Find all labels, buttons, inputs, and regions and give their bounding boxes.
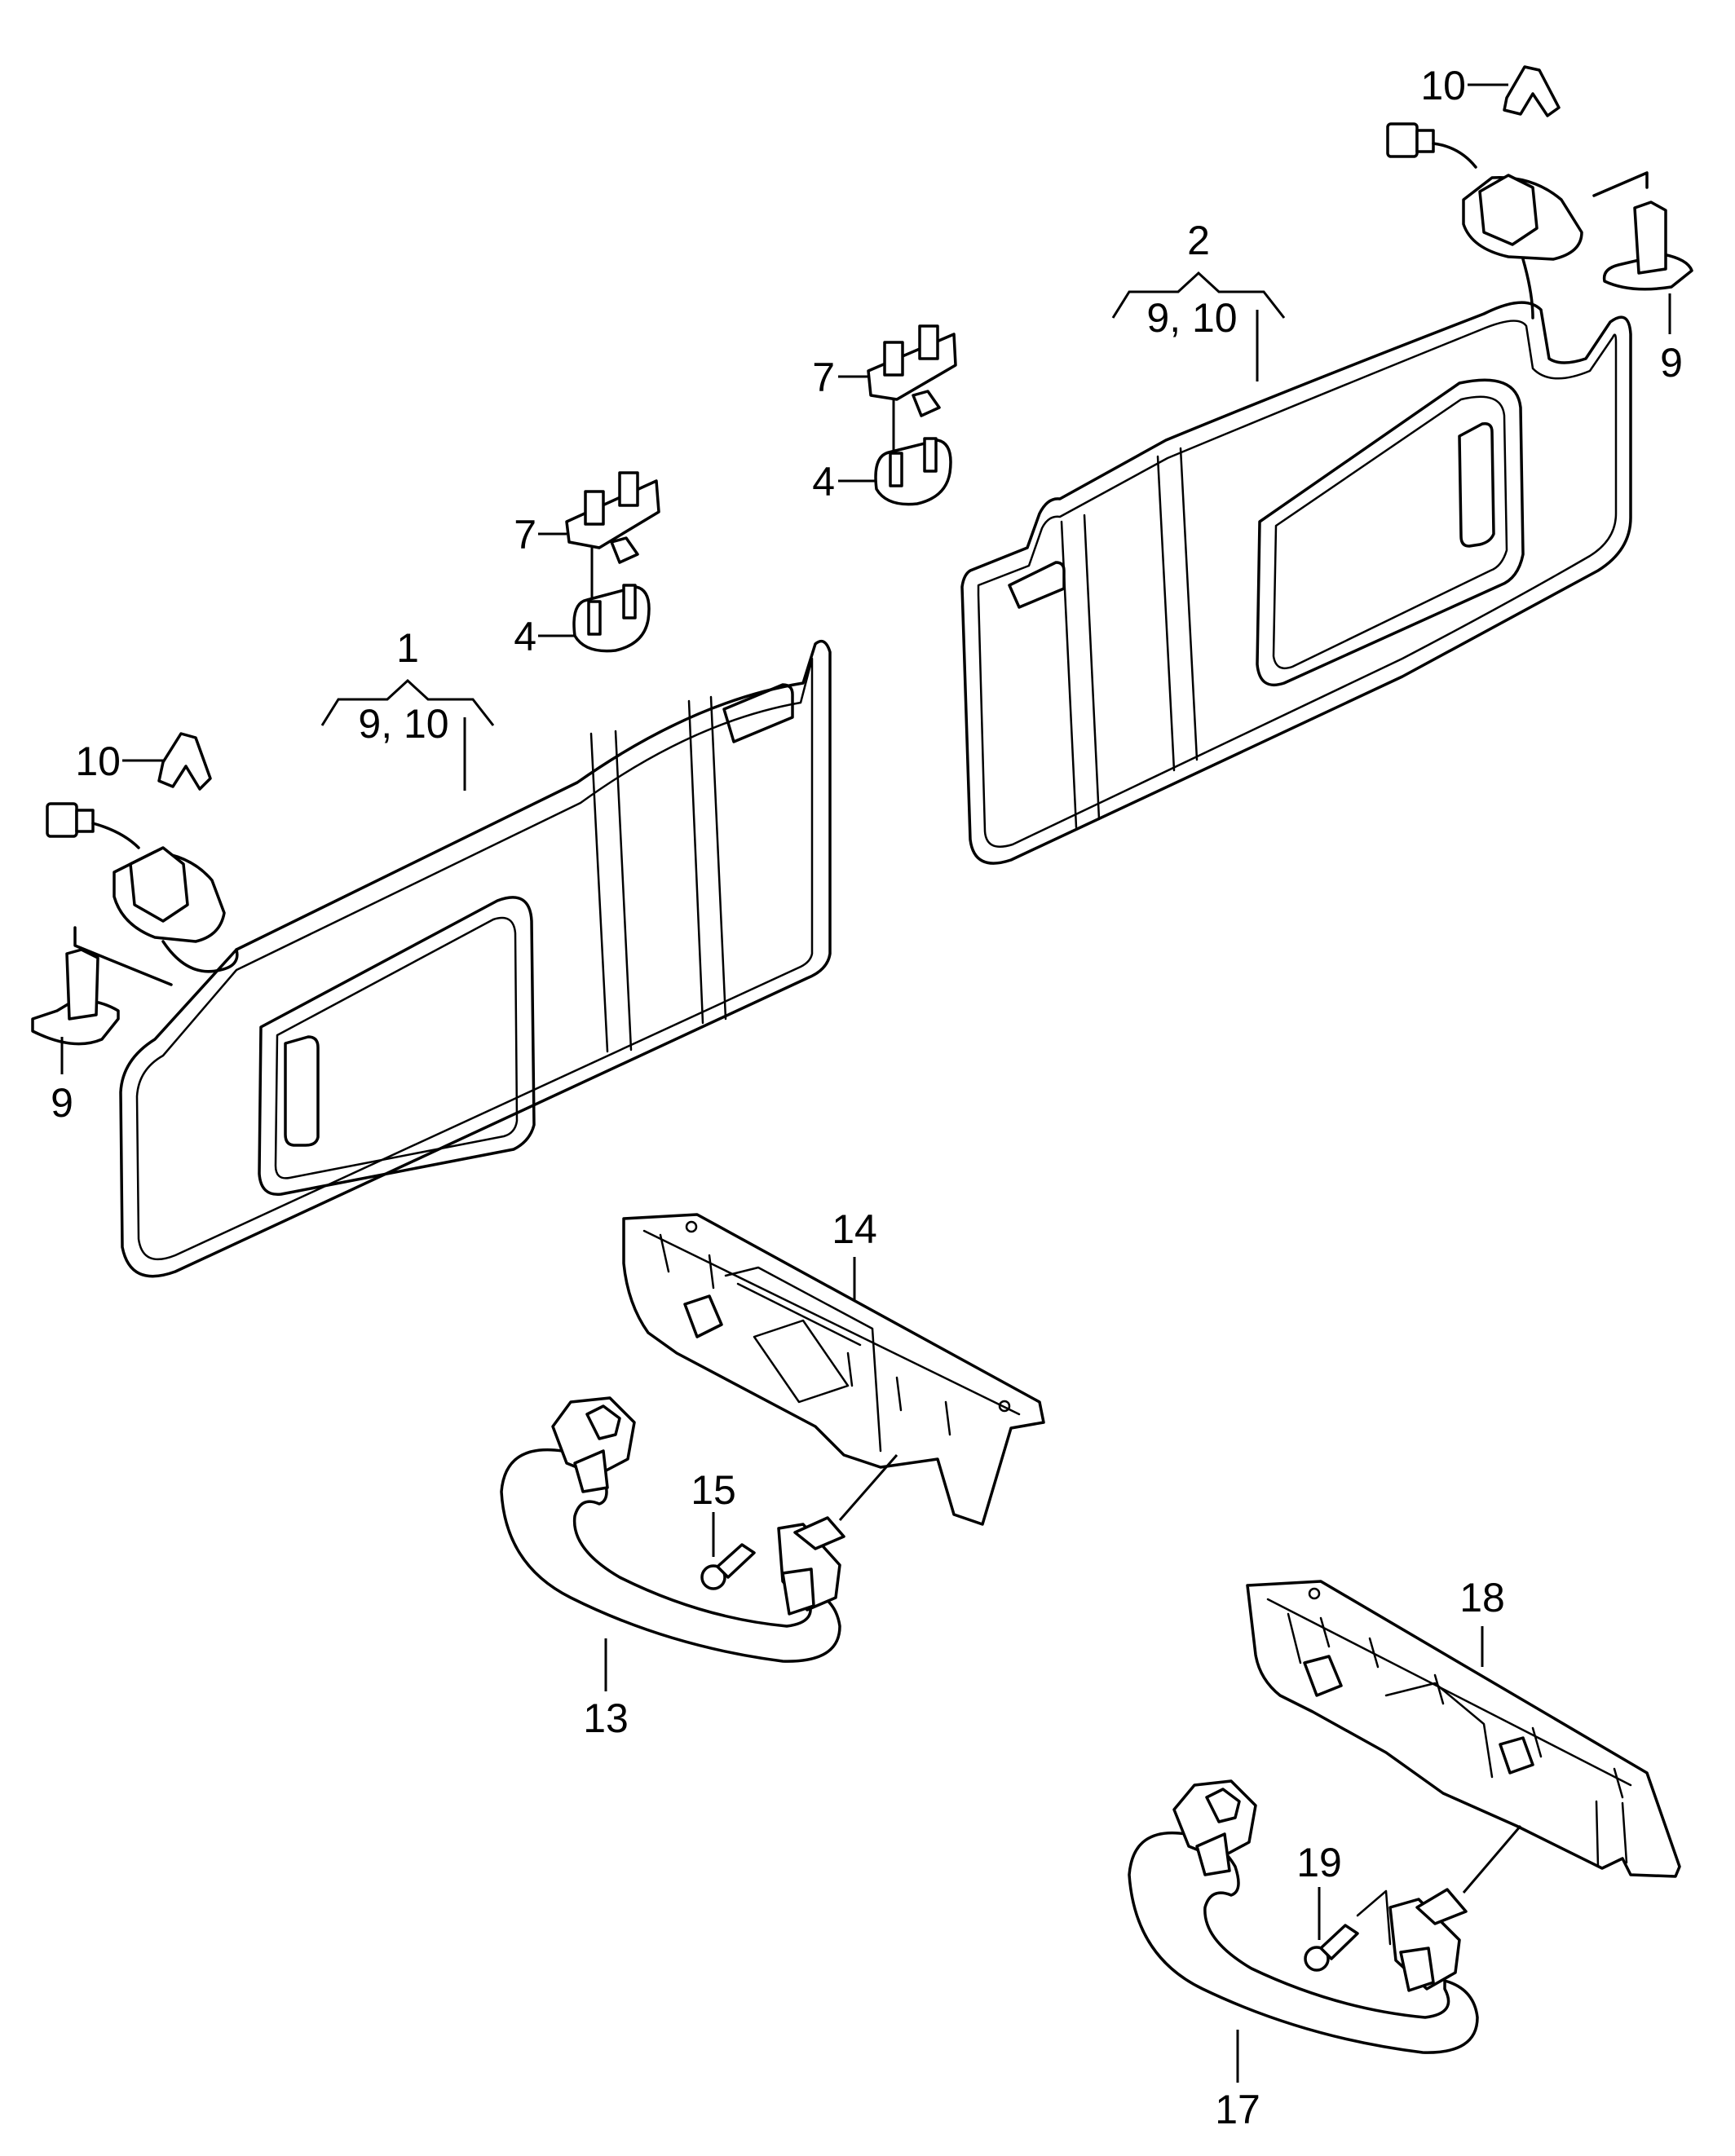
bracket-right [838,324,957,452]
callout-2: 2 [1187,218,1210,263]
callout-9-right: 9 [1660,340,1683,386]
grab-handle-front [500,1396,898,1691]
visor-hinge-left [46,802,239,973]
callout-7-right: 7 [812,355,835,400]
grab-handle-rear [1128,1779,1522,2083]
callout-13: 13 [583,1695,629,1741]
callout-bracket-2 [1111,271,1286,381]
callout-15: 15 [691,1467,736,1513]
cover-cap-right [1592,171,1693,334]
callout-17: 17 [1215,2087,1260,2132]
callout-10-left: 10 [75,739,121,784]
sun-visor-left [119,639,832,1278]
callout-19: 19 [1296,1840,1342,1885]
bracket-left [538,471,660,599]
clip-top-right [1468,65,1561,117]
callout-1-sub: 9, 10 [358,701,448,747]
screw-rear [1304,1887,1392,1972]
mirror-cover-left [538,584,651,653]
screw-front [700,1512,756,1590]
callout-10-right: 10 [1420,63,1466,108]
callout-9-left: 9 [51,1080,73,1126]
clip-left [122,732,212,791]
callout-4-left: 4 [514,614,536,659]
callout-1: 1 [396,625,419,671]
visor-hinge-right [1386,122,1583,320]
sun-visor-right [960,301,1632,865]
callout-bracket-1 [320,678,495,791]
callout-7-left: 7 [514,512,536,558]
callout-2-sub: 9, 10 [1146,295,1237,341]
trim-rear [1246,1580,1681,1878]
cover-cap-left [31,926,173,1074]
trim-front [622,1213,1045,1526]
callout-18: 18 [1459,1575,1505,1620]
callout-14: 14 [832,1206,877,1252]
mirror-cover-right [838,437,952,506]
callout-4-right: 4 [812,459,835,505]
